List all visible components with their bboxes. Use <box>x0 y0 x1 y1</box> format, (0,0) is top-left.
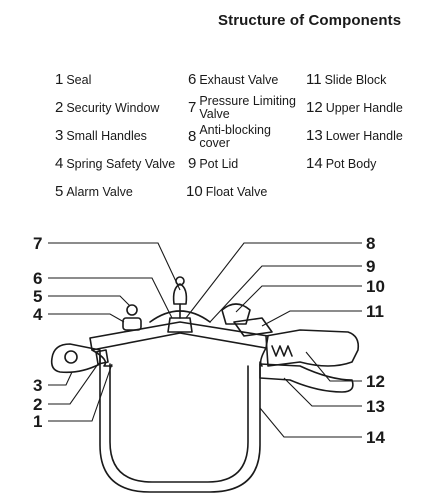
leader-13 <box>283 377 362 407</box>
upper-handle <box>265 329 360 367</box>
leader-6 <box>48 277 173 319</box>
handle-hole <box>64 350 78 364</box>
float-valve <box>221 303 251 325</box>
callout-14: 14 <box>366 428 385 447</box>
leader-11 <box>261 310 362 327</box>
legend-item-lower-handle: 13 Lower Handle <box>306 128 403 144</box>
legend-number: 1 <box>55 71 64 88</box>
leader-12 <box>305 351 362 382</box>
legend-label: Pot Body <box>325 157 377 171</box>
legend-number: 6 <box>188 71 197 88</box>
legend-label: Lower Handle <box>325 129 403 143</box>
legend-number: 2 <box>55 99 64 116</box>
legend-number: 13 <box>306 127 323 144</box>
leader-10 <box>235 285 362 313</box>
callout-12: 12 <box>366 372 385 391</box>
legend-label: Small Handles <box>66 129 147 143</box>
callout-8: 8 <box>366 234 376 253</box>
legend-number: 14 <box>306 155 323 172</box>
legend-number: 7 <box>188 99 197 116</box>
slide-block <box>233 317 273 337</box>
callout-1: 1 <box>33 412 43 431</box>
leader-2 <box>48 363 99 405</box>
pot-body-outline <box>99 355 261 493</box>
legend-label: Anti-blocking cover <box>199 123 271 150</box>
legend-label: Spring Safety Valve <box>66 157 176 171</box>
leader-3 <box>48 371 73 386</box>
leader-8 <box>185 242 362 319</box>
legend-number: 9 <box>188 155 197 172</box>
pot-body-inner <box>109 363 249 483</box>
legend-number: 11 <box>306 71 322 88</box>
legend-item-anti-blocking-cover: 8 Anti-blocking cover <box>188 122 289 150</box>
callout-11: 11 <box>366 302 384 321</box>
leader-1 <box>48 363 113 422</box>
legend-item-upper-handle: 12 Upper Handle <box>306 100 403 116</box>
legend-number: 8 <box>188 128 197 145</box>
callout-2: 2 <box>33 395 43 414</box>
legend-number: 3 <box>55 127 64 144</box>
legend-label: Exhaust Valve <box>199 73 279 87</box>
legend-number: 5 <box>55 183 64 200</box>
legend-label: Slide Block <box>324 73 387 87</box>
legend-label: Pot Lid <box>199 157 239 171</box>
legend-item-pressure-limiting-valve: 7 Pressure Limiting Valve <box>188 93 299 121</box>
callout-5: 5 <box>33 287 43 306</box>
legend-item-pot-lid: 9 Pot Lid <box>188 156 238 172</box>
security-window <box>95 349 109 365</box>
pot-lid <box>89 321 269 351</box>
legend-label: Security Window <box>66 101 160 115</box>
alarm-valve <box>126 304 138 316</box>
legend-item-spring-safety-valve: 4 Spring Safety Valve <box>55 156 175 172</box>
handle-spring <box>271 345 293 357</box>
callout-9: 9 <box>366 257 376 276</box>
diagram-title: Structure of Components <box>218 12 402 29</box>
spring-safety-valve <box>122 317 142 331</box>
legend-label: Seal <box>66 73 92 87</box>
leader-9 <box>209 265 362 323</box>
legend-item-seal: 1 Seal <box>55 72 91 88</box>
callout-13: 13 <box>366 397 385 416</box>
lid-rim-right <box>259 347 267 367</box>
leader-5 <box>48 295 131 307</box>
legend-label: Pressure Limiting Valve <box>199 94 296 121</box>
leader-7 <box>48 242 181 291</box>
legend-number: 10 <box>186 183 203 200</box>
legend-item-slide-block: 11 Slide Block <box>306 72 386 88</box>
legend-label: Upper Handle <box>325 101 403 115</box>
callout-6: 6 <box>33 269 43 288</box>
legend-label: Float Valve <box>205 185 268 199</box>
callout-10: 10 <box>366 277 385 296</box>
legend-item-exhaust-valve: 6 Exhaust Valve <box>188 72 278 88</box>
callout-4: 4 <box>33 305 43 324</box>
callout-3: 3 <box>33 376 43 395</box>
small-handle <box>50 343 101 374</box>
callout-7: 7 <box>33 234 43 253</box>
leader-4 <box>48 313 125 323</box>
legend-label: Alarm Valve <box>66 185 133 199</box>
legend-number: 12 <box>306 99 323 116</box>
legend-item-pot-body: 14 Pot Body <box>306 156 376 172</box>
legend-item-float-valve: 10 Float Valve <box>186 184 267 200</box>
legend-number: 4 <box>55 155 64 172</box>
anti-blocking-cover <box>167 317 193 333</box>
legend-item-alarm-valve: 5 Alarm Valve <box>55 184 133 200</box>
lower-handle <box>259 363 354 393</box>
legend-item-security-window: 2 Security Window <box>55 100 159 116</box>
leader-14 <box>259 407 362 438</box>
legend-item-small-handles: 3 Small Handles <box>55 128 147 144</box>
pressure-limiting-valve <box>172 283 188 305</box>
